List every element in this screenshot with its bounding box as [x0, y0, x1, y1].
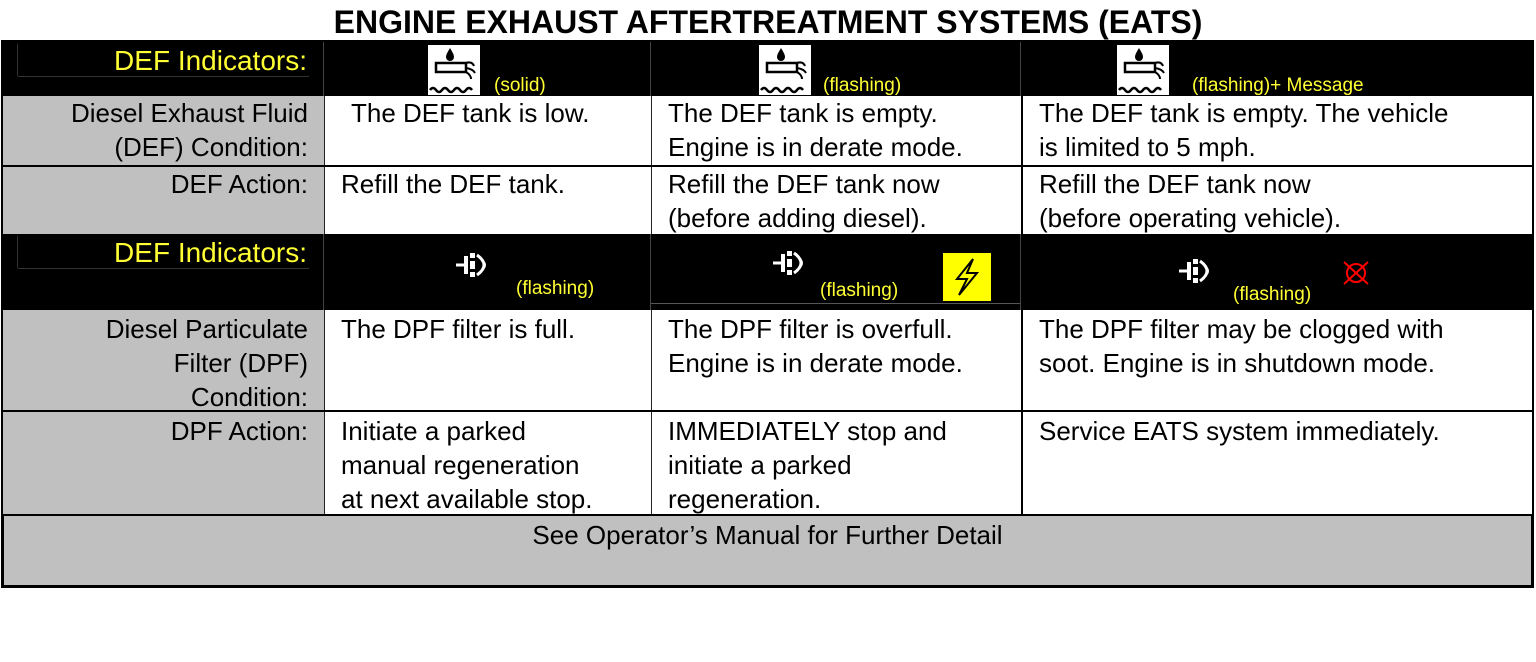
- dpf-action-row: DPF Action: Initiate a parked manual reg…: [2, 410, 1533, 514]
- dpf-indicators-label: DEF Indicators:: [114, 237, 307, 268]
- def-indicators-label-cell: DEF Indicators:: [2, 42, 324, 98]
- footer-note: See Operator’s Manual for Further Detail: [2, 514, 1533, 587]
- def-indicators-row: DEF Indicators: (solid) (flashing): [2, 40, 1533, 98]
- def-caption-2: (flashing): [823, 75, 902, 96]
- regen-disabled-icon: [1341, 260, 1371, 294]
- dpf-action-3: Service EATS system immediately.: [1021, 412, 1533, 514]
- dpf-filter-icon: [1177, 256, 1217, 294]
- dpf-filter-icon: [454, 250, 494, 288]
- def-caption-1: (solid): [494, 75, 546, 96]
- def-indicator-flashing-message: (flashing)+ Message: [1021, 42, 1533, 98]
- dpf-condition-2: The DPF filter is overfull. Engine is in…: [651, 310, 1021, 410]
- dpf-action-1: Initiate a parked manual regeneration at…: [324, 412, 651, 514]
- def-indicator-flashing: (flashing): [651, 42, 1021, 98]
- page-title: ENGINE EXHAUST AFTERTREATMENT SYSTEMS (E…: [333, 4, 1203, 40]
- dpf-caption-1: (flashing): [516, 278, 595, 299]
- dpf-action-2: IMMEDIATELY stop and initiate a parked r…: [651, 412, 1021, 514]
- def-fluid-icon: [1117, 45, 1169, 95]
- def-action-2: Refill the DEF tank now (before adding d…: [651, 167, 1021, 234]
- dpf-condition-label: Diesel Particulate Filter (DPF) Conditio…: [2, 310, 324, 412]
- def-condition-1: The DEF tank is low.: [324, 96, 651, 165]
- def-indicators-label: DEF Indicators:: [114, 45, 307, 76]
- dpf-filter-icon: [771, 248, 811, 286]
- footer-text: See Operator’s Manual for Further Detail: [532, 520, 1003, 550]
- def-condition-2: The DEF tank is empty. Engine is in dera…: [651, 96, 1021, 165]
- def-caption-3: (flashing)+ Message: [1192, 75, 1364, 96]
- dpf-condition-3: The DPF filter may be clogged with soot.…: [1021, 310, 1533, 410]
- dpf-indicator-flashing: (flashing): [324, 234, 651, 310]
- def-condition-row: Diesel Exhaust Fluid (DEF) Condition: Th…: [2, 96, 1533, 165]
- def-action-row: DEF Action: Refill the DEF tank. Refill …: [2, 165, 1533, 234]
- def-action-label: DEF Action:: [2, 167, 324, 234]
- def-condition-3: The DEF tank is empty. The vehicle is li…: [1021, 96, 1533, 165]
- dpf-indicators-label-cell: DEF Indicators:: [2, 234, 324, 310]
- dpf-condition-row: Diesel Particulate Filter (DPF) Conditio…: [2, 310, 1533, 412]
- dpf-indicators-row: DEF Indicators: (flashing) (flashing): [2, 234, 1533, 310]
- def-indicator-solid: (solid): [324, 42, 651, 98]
- dpf-condition-1: The DPF filter is full.: [324, 310, 651, 410]
- dpf-caption-2: (flashing): [820, 280, 899, 301]
- def-action-3: Refill the DEF tank now (before operatin…: [1021, 167, 1533, 234]
- dpf-indicator-flashing-disabled: (flashing): [1021, 234, 1533, 310]
- def-condition-label: Diesel Exhaust Fluid (DEF) Condition:: [2, 96, 324, 165]
- lightning-warning-icon: [942, 252, 992, 302]
- dpf-caption-3: (flashing): [1233, 284, 1312, 305]
- dpf-action-label: DPF Action:: [2, 412, 324, 514]
- def-action-1: Refill the DEF tank.: [324, 167, 651, 234]
- dpf-indicator-flashing-high-temp: (flashing): [651, 234, 1021, 310]
- def-fluid-icon: [428, 45, 480, 95]
- def-fluid-icon: [759, 45, 811, 95]
